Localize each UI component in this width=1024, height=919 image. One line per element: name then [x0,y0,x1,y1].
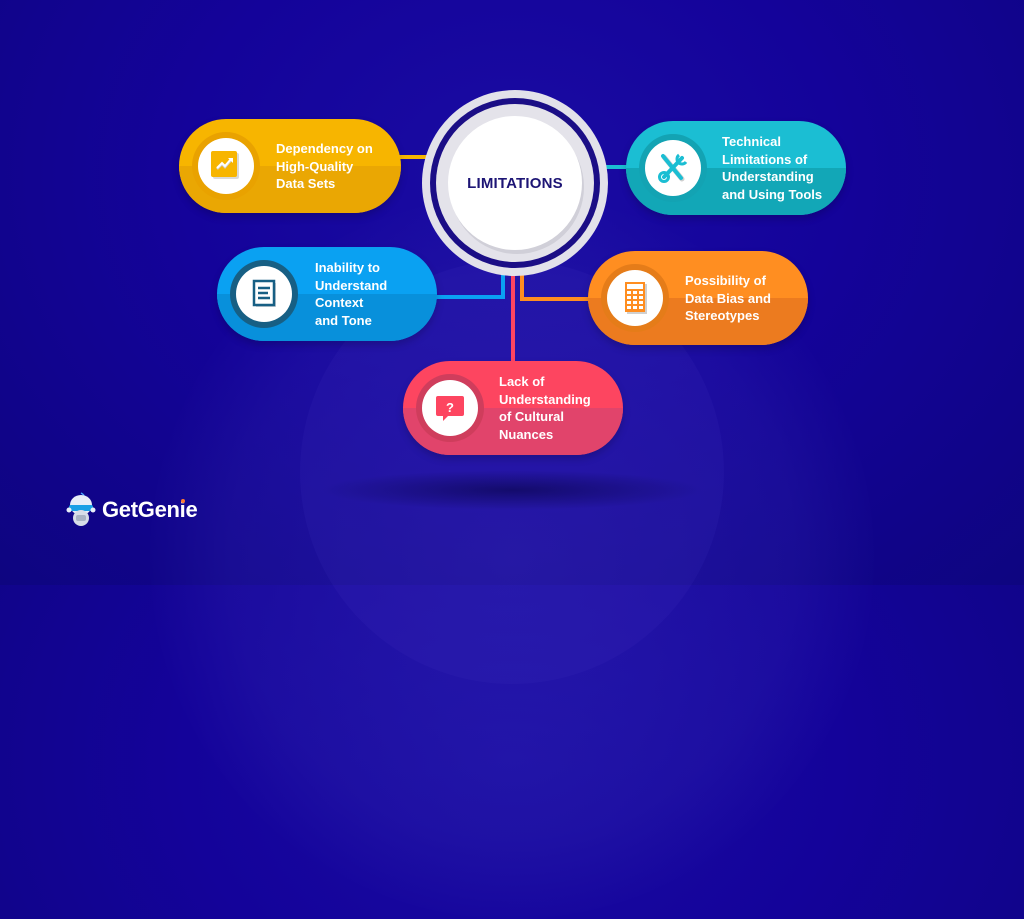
getgenie-logo: GetGenie [66,492,198,528]
connector-blue-horizontal [430,295,505,299]
node-context: Inability to Understand Context and Tone [217,247,437,341]
connector-red-vertical [511,262,515,362]
connector-teal [604,165,634,169]
connector-orange-vertical [520,262,524,300]
connector-yellow [398,155,428,159]
genie-robot-icon [66,492,96,526]
center-face: LIMITATIONS [448,116,582,250]
node-label: Lack of Understanding of Cultural Nuance… [499,374,591,442]
center-hub: LIMITATIONS [422,90,608,276]
trend-chart-icon [211,151,239,179]
node-bias: Possibility of Data Bias and Stereotypes [588,251,808,345]
connector-orange-horizontal [520,297,595,301]
node-label: Possibility of Data Bias and Stereotypes [685,272,771,323]
node-technical: Technical Limitations of Understanding a… [626,121,846,215]
node-cultural: ? Lack of Understanding of Cultural Nuan… [403,361,623,455]
connector-blue-vertical [501,262,505,298]
center-title: LIMITATIONS [467,174,563,192]
svg-text:?: ? [446,400,454,415]
floor-shadow [320,470,704,510]
node-label: Technical Limitations of Understanding a… [722,134,823,202]
brand-accent-dot [181,499,186,503]
tools-icon [658,153,688,183]
document-icon [252,279,276,307]
node-data-quality: Dependency on High-Quality Data Sets [179,119,401,213]
node-label: Inability to Understand Context and Tone [315,260,388,328]
node-label: Dependency on High-Quality Data Sets [276,140,373,191]
calculator-icon [625,282,647,314]
brand-name: GetGenie [102,497,198,522]
question-bubble-icon: ? [436,396,464,421]
